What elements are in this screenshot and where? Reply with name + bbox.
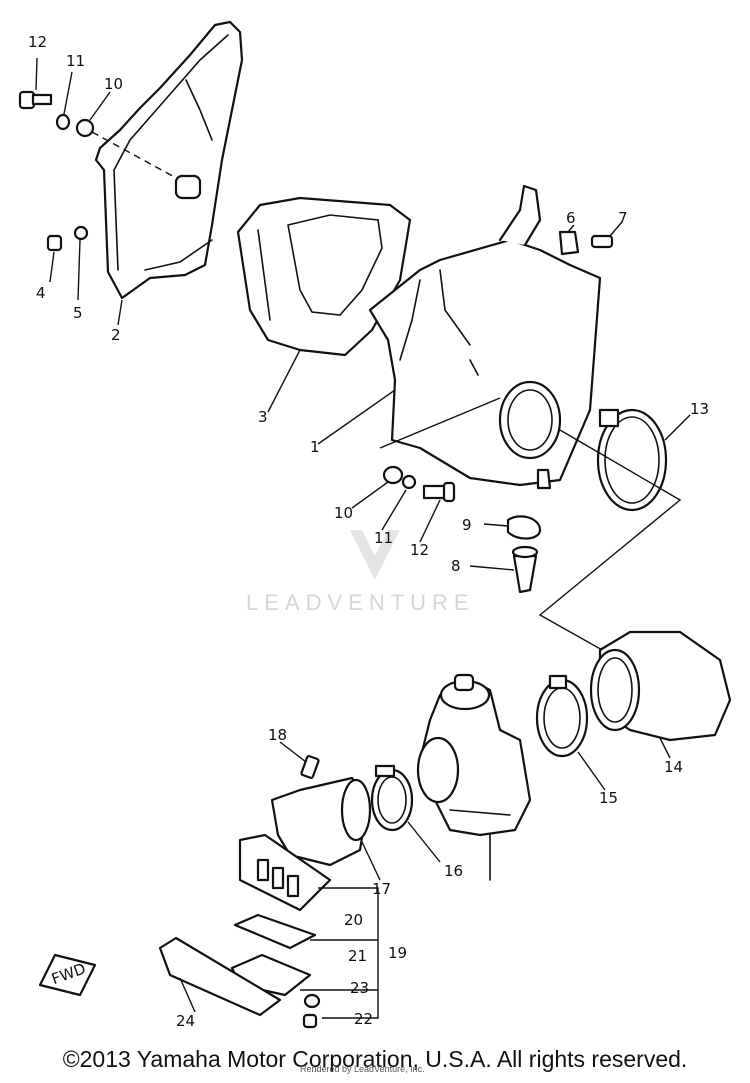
- clamp-15: [535, 674, 589, 758]
- screw-22: [302, 1013, 318, 1029]
- callout-17: 17: [372, 880, 391, 898]
- air-box: [368, 184, 602, 490]
- collar-7: [590, 234, 614, 249]
- callout-20: 20: [344, 911, 363, 929]
- parts-diagram: LEADVENTURE: [18, 20, 732, 1030]
- bolt-12-lower: [422, 481, 456, 503]
- carburetor: [416, 673, 532, 881]
- manifold-17: [270, 776, 372, 867]
- washer-11-top: [55, 113, 71, 131]
- callout-10-lower: 10: [334, 504, 353, 522]
- side-cover: [94, 20, 244, 300]
- callout-8: 8: [451, 557, 461, 575]
- reed-valve-19: [238, 833, 332, 912]
- callout-3: 3: [258, 408, 268, 426]
- callout-7: 7: [618, 209, 628, 227]
- callout-5: 5: [73, 304, 83, 322]
- render-credit: Rendered by LeadVenture, Inc.: [300, 1064, 425, 1074]
- callout-9: 9: [462, 516, 472, 534]
- bracket-19-ticks: [300, 939, 378, 991]
- intake-boot-14: [589, 630, 732, 742]
- callout-19: 19: [388, 944, 407, 962]
- screw-18: [300, 755, 320, 779]
- callout-4: 4: [36, 284, 46, 302]
- callout-14: 14: [664, 758, 683, 776]
- callout-18: 18: [268, 726, 287, 744]
- damper-6: [558, 230, 580, 256]
- fwd-arrow-icon: FWD: [38, 953, 97, 997]
- callout-16: 16: [444, 862, 463, 880]
- leader-lines: [35, 57, 691, 1013]
- callout-11-lower: 11: [374, 529, 393, 547]
- callout-10-top: 10: [104, 75, 123, 93]
- drain-8-top: [511, 545, 539, 559]
- watermark-logo-icon: [350, 530, 400, 580]
- callout-24: 24: [176, 1012, 195, 1030]
- grommet: [174, 174, 202, 200]
- callout-21: 21: [348, 947, 367, 965]
- clamp-13: [596, 408, 668, 512]
- callout-12-top: 12: [28, 33, 47, 51]
- reed-petal-20: [233, 913, 317, 950]
- callout-23: 23: [350, 979, 369, 997]
- bolt-12-top: [18, 90, 53, 110]
- callout-15: 15: [599, 789, 618, 807]
- callout-1: 1: [310, 438, 320, 456]
- clip-9: [506, 515, 542, 540]
- callout-22: 22: [354, 1010, 373, 1028]
- drain-8: [512, 554, 538, 594]
- washer-10-lower: [382, 465, 404, 485]
- washer-10-top: [75, 118, 95, 138]
- bracket-19: [318, 887, 379, 1019]
- callout-2: 2: [111, 326, 121, 344]
- washer-23: [303, 993, 321, 1009]
- washer-11-lower: [401, 474, 417, 490]
- callout-13: 13: [690, 400, 709, 418]
- copyright-footer: ©2013 Yamaha Motor Corporation, U.S.A. A…: [62, 1046, 688, 1072]
- clamp-16: [370, 764, 414, 832]
- bolt-4: [46, 234, 63, 252]
- callout-12-lower: 12: [410, 541, 429, 559]
- gasket-24: [158, 936, 282, 1017]
- callout-11-top: 11: [66, 52, 85, 70]
- connection-line-2: [379, 397, 501, 449]
- callout-6: 6: [566, 209, 576, 227]
- connection-line: [538, 429, 682, 661]
- dash-guide: [91, 131, 181, 181]
- callouts: 12 11 10 4 5 2 3 1 6 7 13 10 11 12 9 8 1…: [28, 33, 709, 1030]
- watermark: LEADVENTURE: [246, 530, 475, 615]
- washer-5: [73, 225, 89, 241]
- watermark-text: LEADVENTURE: [246, 590, 475, 615]
